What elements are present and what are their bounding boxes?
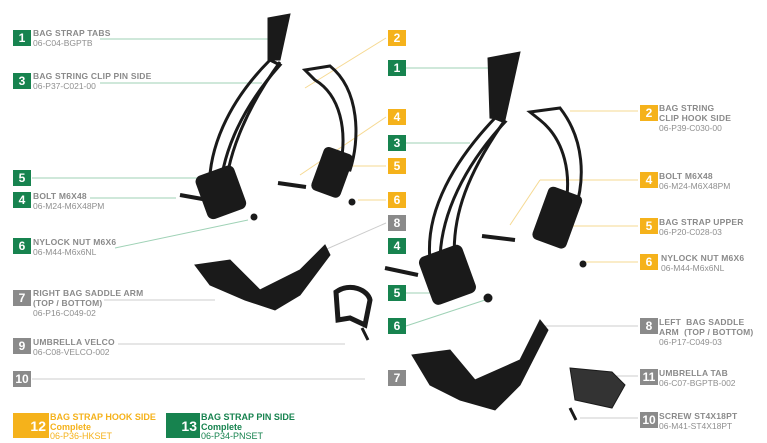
- part-name: UMBRELLA TAB: [659, 368, 728, 378]
- part-code: 06-M41-ST4X18PT: [659, 421, 733, 431]
- badge-5: 5: [13, 170, 31, 186]
- part-code: 06-M24-M6X48PM: [33, 201, 105, 211]
- badge-9: 9: [13, 338, 31, 354]
- badge-r10: 10: [640, 412, 658, 428]
- part-name: BAG STRAP TABS: [33, 28, 111, 38]
- part-code: 06-P16-C049-02: [33, 308, 96, 318]
- set-status: Complete: [50, 421, 92, 432]
- part-name: RIGHT BAG SADDLE ARM: [33, 288, 144, 298]
- badge-7: 7: [13, 290, 31, 306]
- badge-6: 6: [13, 238, 31, 254]
- set-status: Complete: [201, 421, 243, 432]
- part-name-2: (TOP / BOTTOM): [33, 298, 103, 308]
- badge-m6: 6: [388, 192, 406, 208]
- part-code: 06-P17-C049-03: [659, 337, 722, 347]
- badge-m7: 7: [388, 370, 406, 386]
- badge-1: 1: [13, 30, 31, 46]
- badge-r5: 5: [640, 218, 658, 234]
- badge-m4: 4: [388, 109, 406, 125]
- part-code: 06-P39-C030-00: [659, 123, 722, 133]
- part-name: LEFT BAG SADDLE: [659, 317, 745, 327]
- badge-r2: 2: [640, 105, 658, 121]
- strap-tab-right: [487, 51, 521, 121]
- set-name: BAG STRAP HOOK SIDE: [50, 412, 156, 422]
- left-bag-saddle-arm: [411, 319, 549, 411]
- badge-r8: 8: [640, 318, 658, 334]
- badge-m6b: 6: [388, 318, 406, 334]
- part-name: BAG STRING CLIP PIN SIDE: [33, 71, 152, 81]
- part-name: BAG STRING: [659, 103, 715, 113]
- part-code: 06-P20-C028-03: [659, 227, 722, 237]
- umbrella-tab: [569, 367, 626, 409]
- badge-r4: 4: [640, 172, 658, 188]
- part-code: 06-C04-BGPTB: [33, 38, 93, 48]
- badge-r11: 11: [640, 369, 658, 385]
- badge-set-12: 12: [13, 413, 49, 438]
- bag-strap-upper-left: [195, 165, 247, 220]
- badge-m4b: 4: [388, 238, 406, 254]
- leader-line-m2: [304, 37, 387, 89]
- part-name: NYLOCK NUT M6X6: [33, 237, 117, 247]
- badge-m5b: 5: [388, 285, 406, 301]
- badge-3: 3: [13, 73, 31, 89]
- badge-m2: 2: [388, 30, 406, 46]
- part-label-right-saddle-arm: RIGHT BAG SADDLE ARM(TOP / BOTTOM)06-P16…: [33, 288, 143, 318]
- badge-r6: 6: [640, 254, 658, 270]
- badge-set-13: 13: [166, 413, 200, 438]
- part-code: 06-M44-M6x6NL: [33, 247, 97, 257]
- part-name: BOLT M6X48: [659, 171, 713, 181]
- part-name: BAG STRAP UPPER: [659, 217, 744, 227]
- part-code: 06-C08-VELCO-002: [33, 347, 110, 357]
- part-name-2: ARM (TOP / BOTTOM): [659, 327, 754, 337]
- part-code: 06-M24-M6X48PM: [659, 181, 731, 191]
- badge-m8: 8: [388, 215, 406, 231]
- part-code: 06-M44-M6x6NL: [661, 263, 725, 273]
- badge-4: 4: [13, 192, 31, 208]
- right-bag-saddle-arm: [194, 244, 331, 311]
- set-code: 06-P36-HKSET: [50, 431, 113, 441]
- set-code: 06-P34-PNSET: [201, 431, 264, 441]
- set-name: BAG STRAP PIN SIDE: [201, 412, 295, 422]
- part-name: SCREW ST4X18PT: [659, 411, 738, 421]
- part-name: UMBRELLA VELCO: [33, 337, 115, 347]
- leader-line-6: [114, 219, 249, 249]
- part-code: 06-P37-C021-00: [33, 81, 96, 91]
- leader-line-m8: [319, 222, 387, 253]
- umbrella-velco: [333, 285, 373, 329]
- part-code: 06-C07-BGPTB-002: [659, 378, 736, 388]
- part-name: BOLT M6X48: [33, 191, 87, 201]
- part-name: NYLOCK NUT M6X6: [661, 253, 745, 263]
- badge-m1: 1: [388, 60, 406, 76]
- badge-m3: 3: [388, 135, 406, 151]
- strap-tab-left: [267, 13, 291, 61]
- badge-10: 10: [13, 371, 31, 387]
- badge-m5: 5: [388, 158, 406, 174]
- leader-line-m6b: [405, 299, 486, 327]
- part-name-2: CLIP HOOK SIDE: [659, 113, 732, 123]
